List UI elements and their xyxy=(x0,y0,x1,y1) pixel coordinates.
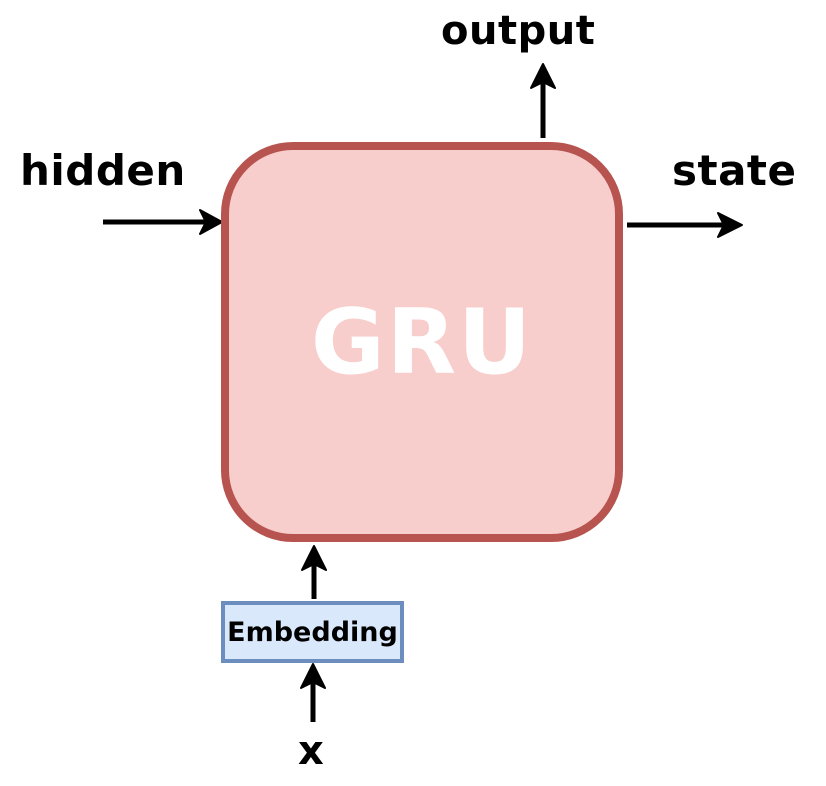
output-label: output xyxy=(441,8,596,54)
output-arrowhead xyxy=(530,63,556,89)
x-input-label: x xyxy=(298,728,324,774)
gru-label: GRU xyxy=(310,289,534,395)
hidden-label: hidden xyxy=(20,146,186,195)
state-label: state xyxy=(672,146,797,195)
gru-node: GRU xyxy=(221,142,623,542)
hidden-arrowhead xyxy=(199,209,223,235)
x-embedding-arrowhead xyxy=(300,663,326,689)
state-arrowhead xyxy=(717,212,743,238)
embedding-label: Embedding xyxy=(227,616,398,648)
embedding-node: Embedding xyxy=(221,601,404,663)
embedding-gru-arrowhead xyxy=(301,545,327,571)
